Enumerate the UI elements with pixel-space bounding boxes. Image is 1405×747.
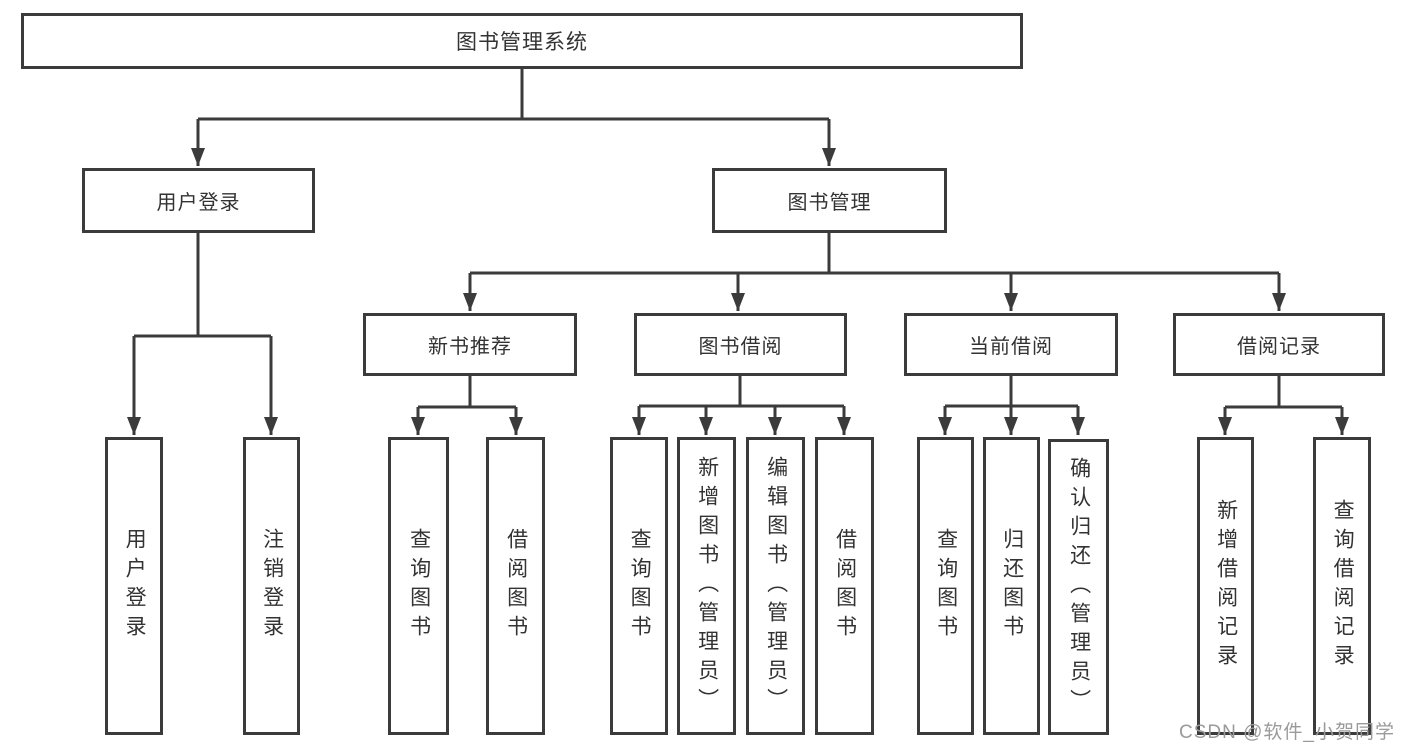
node-add-borrow-record: 新增借阅记录 [1197,437,1254,735]
node-label: 图书管理系统 [456,31,588,54]
node-borrowing-records: 借阅记录 [1173,313,1385,376]
node-label: 归还图书 [1000,528,1024,644]
node-label: 注销登录 [260,528,284,644]
node-label: 新增图书（管理员） [695,455,719,717]
node-borrow-books-leaf: 借阅图书 [815,437,874,735]
node-logout-leaf: 注销登录 [243,437,300,735]
node-library-management-system: 图书管理系统 [21,13,1023,69]
node-label: 图书管理 [787,192,872,214]
node-confirm-return-admin: 确认归还（管理员） [1048,439,1109,735]
node-label: 确认归还（管理员） [1067,456,1091,718]
node-user-login: 用户登录 [82,168,315,233]
node-label: 新增借阅记录 [1214,499,1238,673]
node-label: 查询图书 [628,528,652,644]
watermark: CSDN @软件_小贺同学 [1179,722,1395,743]
node-label: 借阅记录 [1237,336,1321,358]
node-label: 借阅图书 [504,528,528,644]
node-label: 编辑图书（管理员） [764,455,788,717]
node-edit-books-admin: 编辑图书（管理员） [746,437,805,735]
node-query-borrow-record: 查询借阅记录 [1313,437,1371,735]
node-query-books-current: 查询图书 [917,437,974,735]
node-book-management: 图书管理 [712,168,947,233]
node-label: 查询借阅记录 [1331,499,1355,673]
node-query-books-borrowing: 查询图书 [610,437,668,735]
node-label: 借阅图书 [833,528,857,644]
node-new-book-recommendation: 新书推荐 [363,313,577,376]
node-user-login-leaf: 用户登录 [105,437,163,735]
node-current-borrowing: 当前借阅 [904,313,1118,376]
node-label: 查询图书 [407,528,431,644]
node-label: 当前借阅 [969,336,1053,358]
node-label: 图书借阅 [698,336,783,358]
node-query-books-recommend: 查询图书 [388,437,449,735]
node-add-books-admin: 新增图书（管理员） [677,437,736,735]
node-label: 用户登录 [123,528,147,644]
node-label: 新书推荐 [428,336,512,358]
node-return-books: 归还图书 [983,437,1040,735]
node-label: 查询图书 [934,528,958,644]
node-book-borrowing: 图书借阅 [634,313,847,376]
node-label: 用户登录 [156,192,241,214]
node-borrow-books-recommend: 借阅图书 [486,437,545,735]
